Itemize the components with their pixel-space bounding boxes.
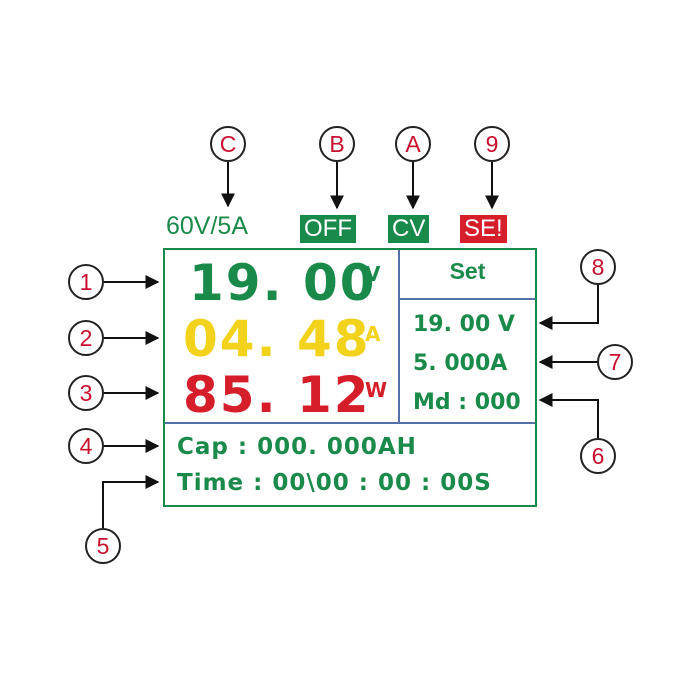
callout-7: 7 bbox=[597, 344, 633, 380]
callout-c: C bbox=[210, 126, 246, 162]
screen-divider-horizontal bbox=[165, 422, 535, 424]
time-readout: Time : 00\00 : 00 : 00S bbox=[177, 470, 492, 496]
lcd-screen: 19. 00 V 04. 48 A 85. 12 W Set 19. 00 V … bbox=[163, 248, 537, 507]
current-reading: 04. 48 bbox=[183, 310, 371, 368]
callout-4: 4 bbox=[68, 428, 104, 464]
capacity-readout: Cap : 000. 000AH bbox=[177, 434, 417, 460]
current-unit: A bbox=[365, 322, 381, 346]
callout-5: 5 bbox=[85, 528, 121, 564]
mode-badge: CV bbox=[388, 215, 430, 243]
callout-3: 3 bbox=[68, 375, 104, 411]
set-label: Set bbox=[449, 258, 486, 284]
power-unit: W bbox=[365, 378, 388, 402]
set-divider bbox=[400, 298, 535, 300]
callout-b: B bbox=[319, 126, 355, 162]
screen-divider-vertical bbox=[398, 250, 400, 422]
callout-6: 6 bbox=[580, 438, 616, 474]
power-reading: 85. 12 bbox=[183, 366, 371, 424]
protection-badge: SE! bbox=[460, 215, 507, 243]
callout-a: A bbox=[395, 126, 431, 162]
set-mode: Md : 000 bbox=[413, 390, 521, 415]
voltage-unit: V bbox=[365, 262, 381, 286]
callout-9: 9 bbox=[474, 126, 510, 162]
set-current: 5. 000A bbox=[413, 351, 508, 376]
voltage-reading: 19. 00 bbox=[189, 254, 377, 312]
rating-label: 60V/5A bbox=[166, 212, 249, 240]
callout-8: 8 bbox=[580, 249, 616, 285]
output-state-badge: OFF bbox=[300, 215, 356, 243]
callout-2: 2 bbox=[68, 320, 104, 356]
callout-1: 1 bbox=[68, 264, 104, 300]
set-voltage: 19. 00 V bbox=[413, 312, 515, 337]
